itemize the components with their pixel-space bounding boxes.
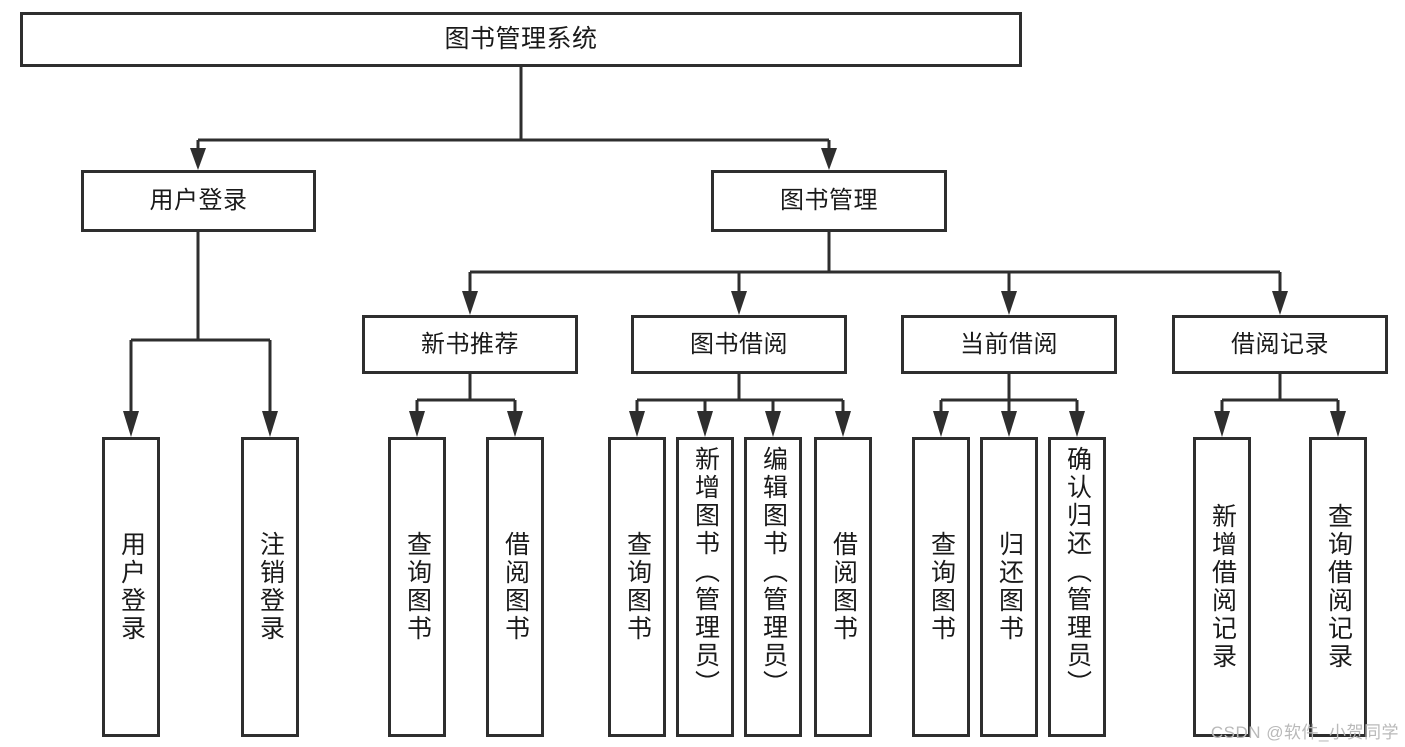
node-book-borrow[interactable]: 图书借阅 [631, 315, 847, 374]
leaf-query-book-2[interactable]: 查询图书 [608, 437, 666, 737]
node-user-login[interactable]: 用户登录 [81, 170, 316, 232]
leaf-confirm-return-admin-label: 确认归还（管理员） [1063, 446, 1092, 698]
arrowhead-leaf-4 [507, 411, 523, 437]
leaf-query-book-1[interactable]: 查询图书 [388, 437, 446, 737]
leaf-add-borrow-record-label: 新增借阅记录 [1208, 503, 1237, 671]
node-new-book-recommend-label: 新书推荐 [421, 330, 519, 358]
arrowhead-leaf-11 [1069, 411, 1085, 437]
node-current-borrow[interactable]: 当前借阅 [901, 315, 1117, 374]
arrowhead-level2-2 [731, 291, 747, 315]
node-book-management[interactable]: 图书管理 [711, 170, 947, 232]
arrowhead-level2-4 [1272, 291, 1288, 315]
leaf-logout-label: 注销登录 [256, 531, 285, 643]
leaf-add-book-admin-label: 新增图书（管理员） [691, 446, 720, 698]
leaf-query-book-3-label: 查询图书 [927, 531, 956, 643]
arrowhead-leaf-3 [409, 411, 425, 437]
arrowhead-leaf-5 [629, 411, 645, 437]
arrowhead-level2-1 [462, 291, 478, 315]
leaf-add-borrow-record[interactable]: 新增借阅记录 [1193, 437, 1251, 737]
leaf-logout[interactable]: 注销登录 [241, 437, 299, 737]
arrowhead-leaf-8 [835, 411, 851, 437]
leaf-query-borrow-record[interactable]: 查询借阅记录 [1309, 437, 1367, 737]
leaf-add-book-admin[interactable]: 新增图书（管理员） [676, 437, 734, 737]
arrowhead-level2-3 [1001, 291, 1017, 315]
arrowhead-leaf-7 [765, 411, 781, 437]
arrowhead-leaf-10 [1001, 411, 1017, 437]
arrowhead-leaf-1 [123, 411, 139, 437]
arrowhead-leaf-13 [1330, 411, 1346, 437]
leaf-edit-book-admin[interactable]: 编辑图书（管理员） [744, 437, 802, 737]
node-borrow-record-label: 借阅记录 [1231, 330, 1329, 358]
leaf-user-login[interactable]: 用户登录 [102, 437, 160, 737]
leaf-user-login-label: 用户登录 [117, 531, 146, 643]
node-book-management-label: 图书管理 [780, 187, 878, 215]
node-current-borrow-label: 当前借阅 [960, 330, 1058, 358]
node-user-login-label: 用户登录 [149, 187, 248, 215]
arrowhead-user-login [190, 148, 206, 170]
leaf-query-book-2-label: 查询图书 [623, 531, 652, 643]
arrowhead-leaf-12 [1214, 411, 1230, 437]
leaf-borrow-book-2[interactable]: 借阅图书 [814, 437, 872, 737]
leaf-borrow-book-2-label: 借阅图书 [829, 531, 858, 643]
arrowhead-leaf-2 [262, 411, 278, 437]
leaf-edit-book-admin-label: 编辑图书（管理员） [759, 446, 788, 698]
node-root[interactable]: 图书管理系统 [20, 12, 1022, 67]
leaf-borrow-book-1[interactable]: 借阅图书 [486, 437, 544, 737]
leaf-return-book-label: 归还图书 [995, 531, 1024, 643]
arrowhead-leaf-9 [933, 411, 949, 437]
node-borrow-record[interactable]: 借阅记录 [1172, 315, 1388, 374]
leaf-confirm-return-admin[interactable]: 确认归还（管理员） [1048, 437, 1106, 737]
leaf-query-book-3[interactable]: 查询图书 [912, 437, 970, 737]
leaf-query-book-1-label: 查询图书 [403, 531, 432, 643]
arrowhead-book-manage [821, 148, 837, 170]
leaf-return-book[interactable]: 归还图书 [980, 437, 1038, 737]
node-new-book-recommend[interactable]: 新书推荐 [362, 315, 578, 374]
watermark: CSDN @软件_小贺同学 [1210, 723, 1399, 742]
leaf-borrow-book-1-label: 借阅图书 [501, 531, 530, 643]
arrowhead-leaf-6 [697, 411, 713, 437]
leaf-query-borrow-record-label: 查询借阅记录 [1324, 503, 1353, 671]
node-root-label: 图书管理系统 [444, 25, 598, 53]
node-book-borrow-label: 图书借阅 [690, 330, 788, 358]
